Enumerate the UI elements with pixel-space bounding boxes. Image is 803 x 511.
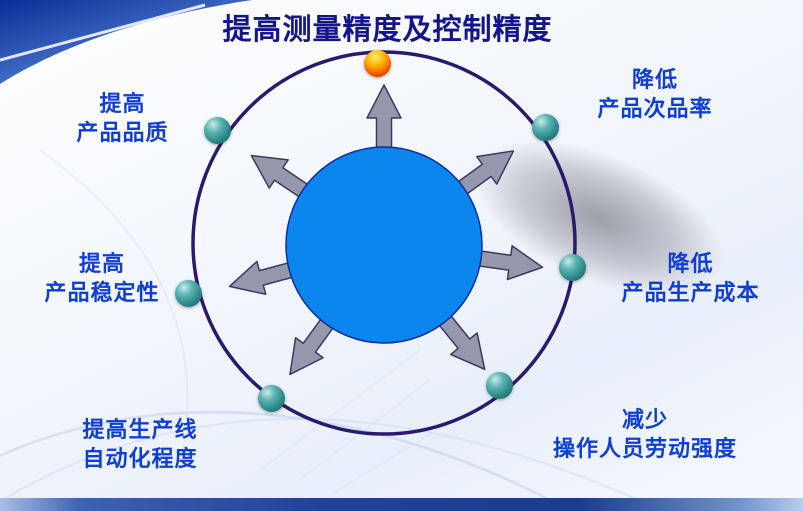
node-sphere-top-icon <box>364 50 391 77</box>
node-sphere-upper-right-icon <box>532 114 559 141</box>
label-upper-right-line2: 产品次品率 <box>597 97 713 123</box>
label-lower-left-line1: 提高生产线 <box>82 418 198 443</box>
node-sphere-left-icon <box>175 280 202 307</box>
node-sphere-upper-left-icon <box>204 117 231 144</box>
node-sphere-lower-left-icon <box>258 385 285 412</box>
label-left-line1: 提高 <box>78 252 125 277</box>
label-left: 提高 产品稳定性 <box>2 250 202 308</box>
label-upper-right-line1: 降低 <box>631 68 678 93</box>
label-lower-left-line2: 自动化程度 <box>82 447 198 473</box>
label-lower-right-line1: 减少 <box>621 408 668 433</box>
bottom-bar <box>0 498 803 511</box>
corner-streak <box>0 3 206 62</box>
label-upper-right: 降低 产品次品率 <box>555 66 755 124</box>
center-circle <box>285 146 483 344</box>
label-upper-left-line1: 提高 <box>99 92 146 117</box>
page-title: 提高测量精度及控制精度 <box>222 12 553 46</box>
label-right-line1: 降低 <box>667 252 714 277</box>
label-lower-right: 减少 操作人员劳动强度 <box>500 406 790 464</box>
swoosh-line <box>0 410 574 511</box>
node-sphere-right-icon <box>559 254 586 281</box>
node-sphere-lower-right-icon <box>486 372 513 399</box>
label-lower-left: 提高生产线 自动化程度 <box>30 416 250 474</box>
label-right: 降低 产品生产成本 <box>588 250 793 308</box>
label-upper-left: 提高 产品品质 <box>25 90 220 148</box>
label-right-line2: 产品生产成本 <box>621 281 760 307</box>
label-left-line2: 产品稳定性 <box>44 281 160 307</box>
sparkle-line <box>259 349 421 471</box>
swoosh-line <box>39 149 189 471</box>
corner-swoosh <box>0 0 252 84</box>
label-upper-left-line2: 产品品质 <box>76 121 169 147</box>
sparkle-line <box>299 379 431 481</box>
corner-wedge <box>0 0 252 84</box>
label-lower-right-line2: 操作人员劳动强度 <box>552 437 737 463</box>
